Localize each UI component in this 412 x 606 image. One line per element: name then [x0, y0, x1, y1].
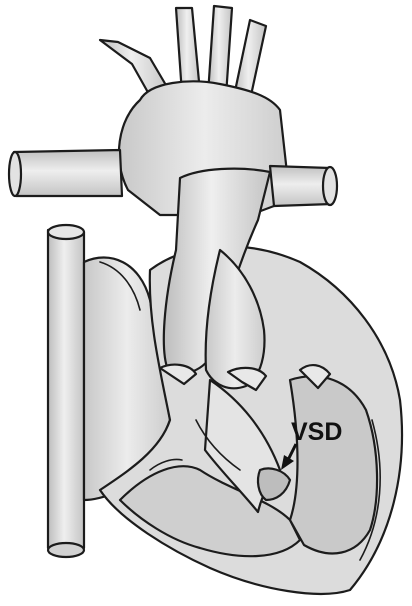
right-vessel-opening	[323, 167, 337, 205]
left-pulmonary-vessel	[14, 150, 122, 196]
vsd-label: VSD	[291, 418, 342, 446]
left-vessel-opening	[9, 152, 21, 196]
vena-cava	[48, 230, 84, 548]
vena-cava-bottom	[48, 543, 84, 557]
vena-cava-top	[48, 225, 84, 239]
